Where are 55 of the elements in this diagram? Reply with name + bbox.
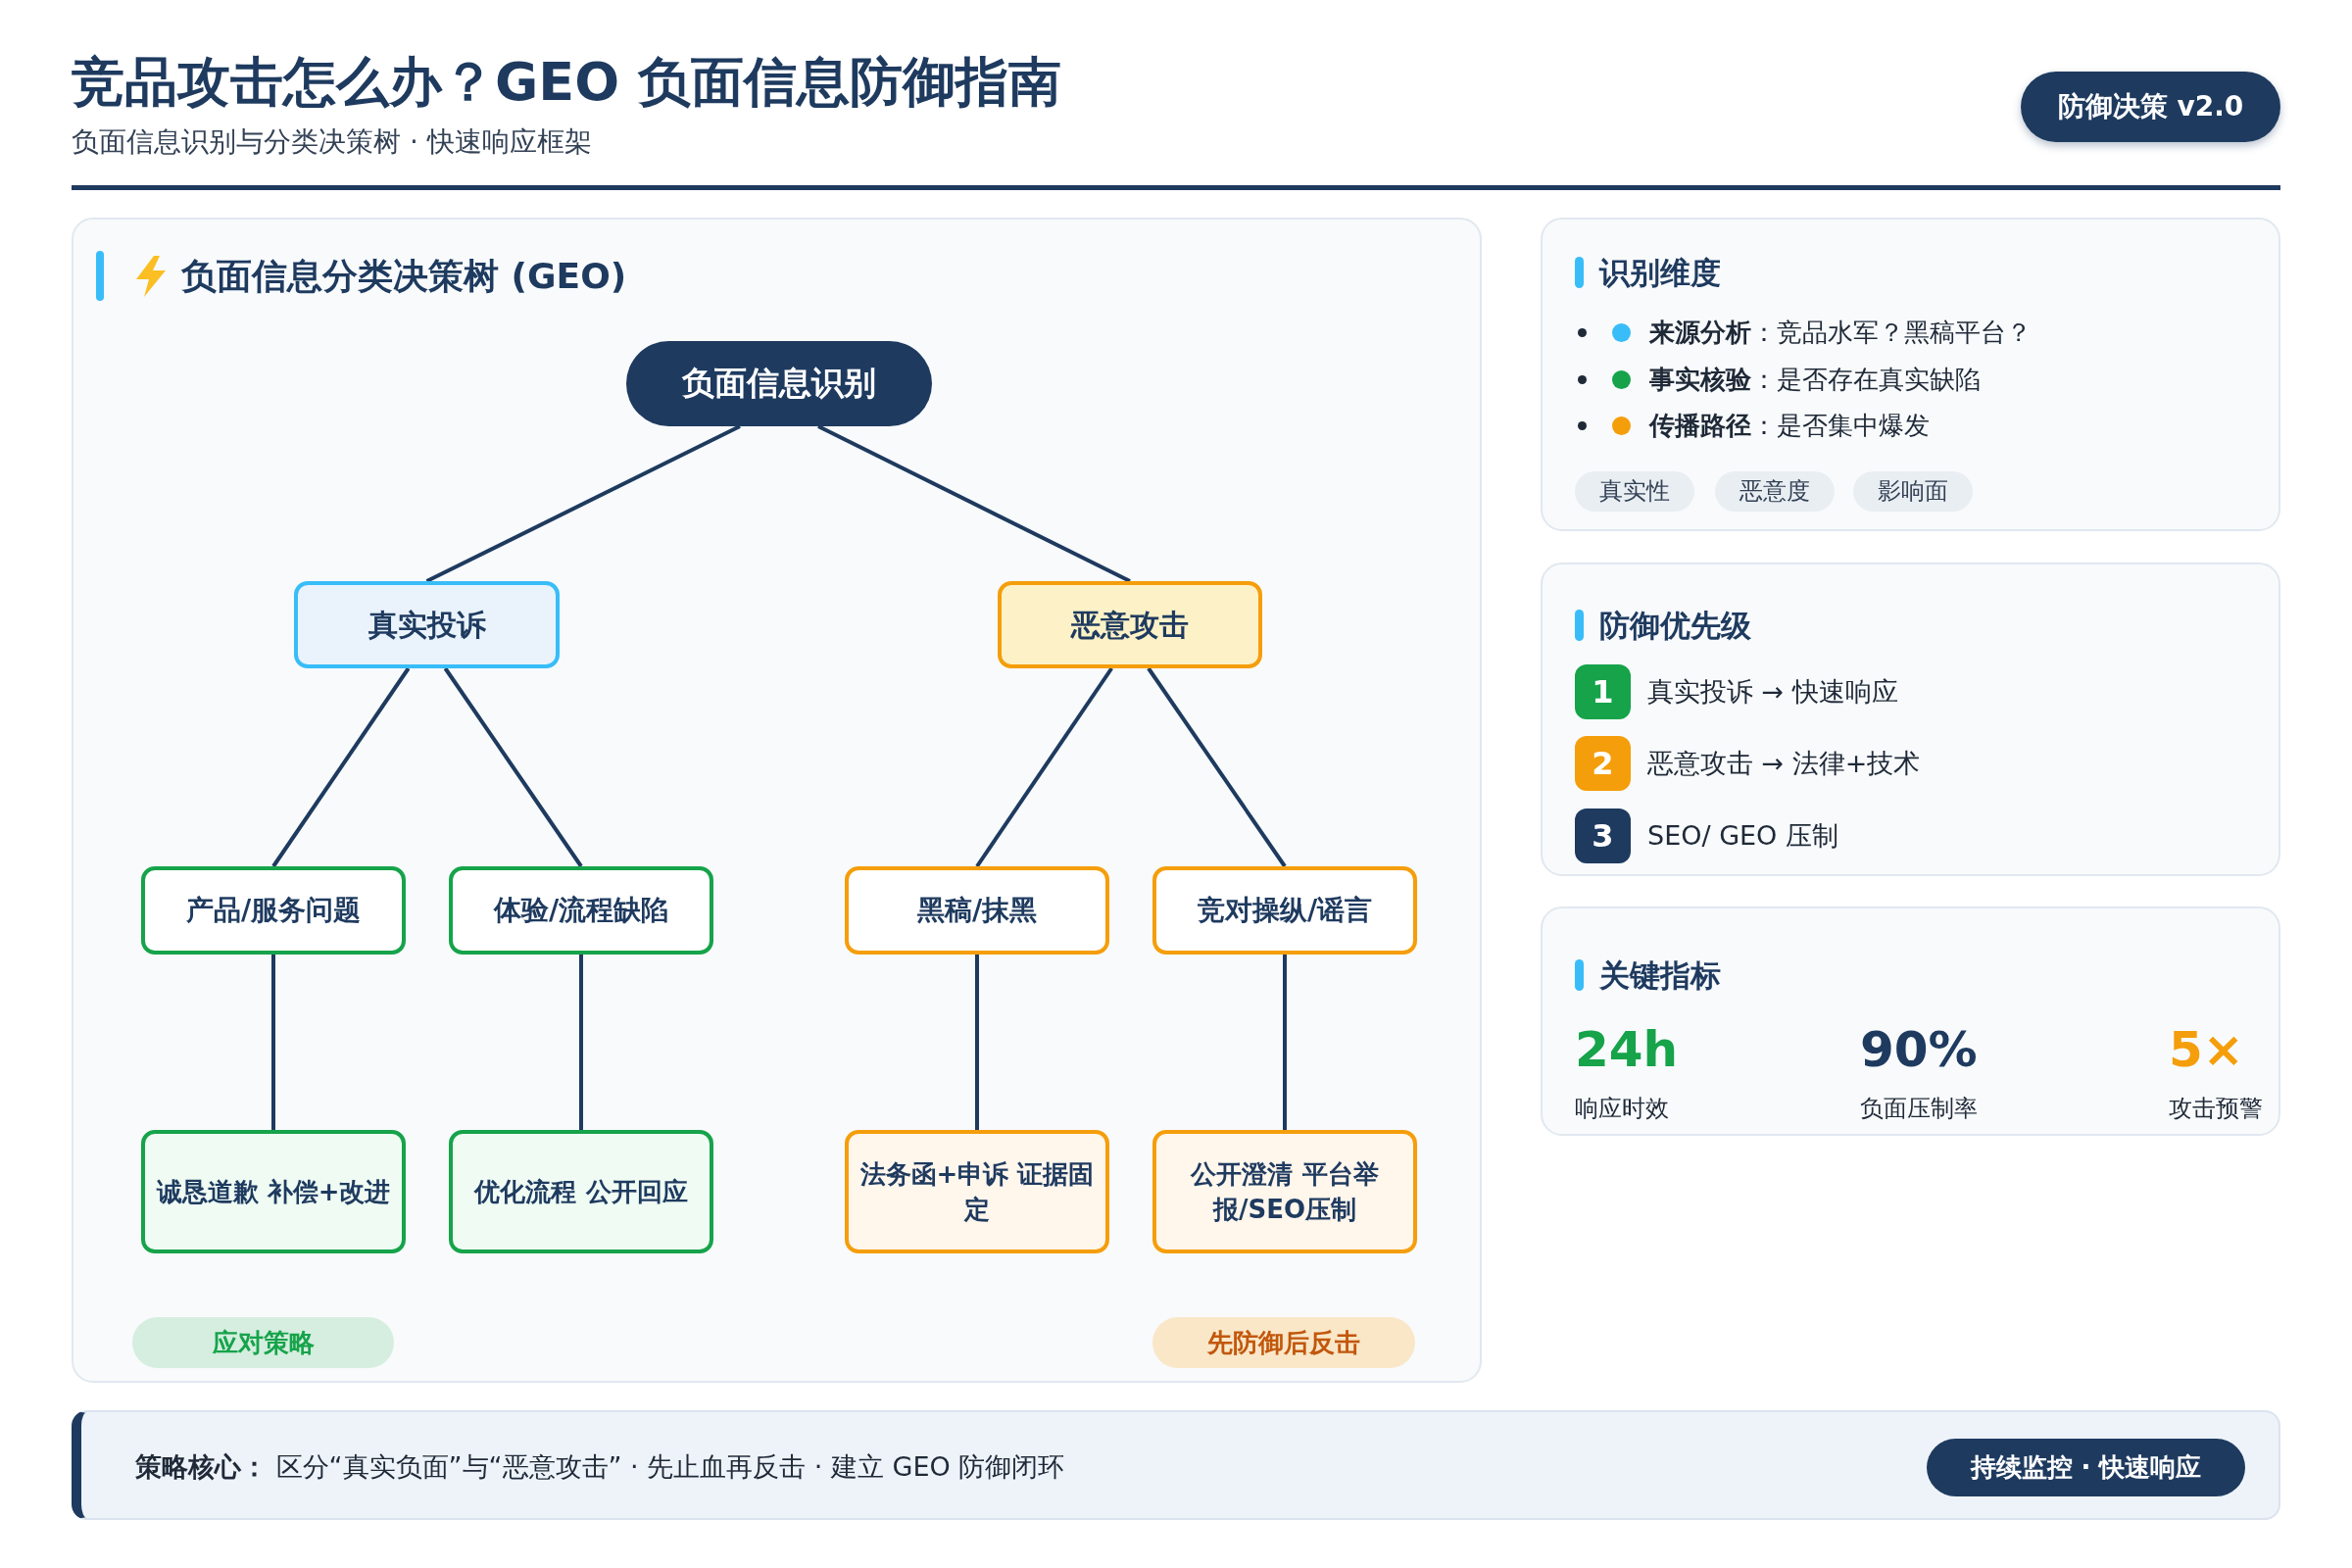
action-box: 公开澄清 平台举报/SEO压制 [1152, 1130, 1417, 1253]
panel-card [72, 218, 1482, 1383]
root-node: 负面信息识别 [626, 341, 932, 426]
card-heading: 关键指标 [1599, 956, 1721, 996]
connector-line [271, 666, 411, 868]
page-title: 竞品攻击怎么办？GEO 负面信息防御指南 [72, 50, 1061, 116]
connector-line [975, 666, 1113, 868]
strategy-text: 策略核心： 区分“真实负面”与“恶意攻击” · 先止血再反击 · 建立 GEO 防御闭环 [135, 1450, 1065, 1485]
type-box: 体验/流程缺陷 [449, 866, 713, 955]
metric-value: 24h [1575, 1020, 1679, 1080]
category-box: 真实投诉 [294, 581, 560, 668]
number-badge: 3 [1575, 808, 1631, 863]
footer-bar [72, 1410, 2280, 1520]
subtitle: 负面信息识别与分类决策树 · 快速响应框架 [72, 124, 592, 161]
panel-heading: 负面信息分类决策树 (GEO) [181, 254, 627, 298]
list-item: 传播路径：是否集中爆发 [1649, 409, 1930, 442]
action-box: 优化流程 公开回应 [449, 1130, 713, 1253]
type-box: 产品/服务问题 [141, 866, 406, 955]
category-box: 恶意攻击 [998, 581, 1262, 668]
strategy-pill: 应对策略 [132, 1317, 394, 1368]
number-badge: 2 [1575, 736, 1631, 791]
priority-text: 真实投诉 → 快速响应 [1647, 675, 1898, 710]
priority-text: 恶意攻击 → 法律+技术 [1647, 747, 1921, 781]
action-box: 诚恳道歉 补偿+改进 [141, 1130, 406, 1253]
info-card [1541, 218, 2280, 531]
connector-line [817, 424, 1131, 583]
type-box: 黑稿/抹黑 [845, 866, 1109, 955]
type-box: 竞对操纵/谣言 [1152, 866, 1417, 955]
info-card [1541, 563, 2280, 876]
priority-text: SEO/ GEO 压制 [1647, 819, 1838, 854]
metric-value: 5× [2169, 1020, 2244, 1080]
connector-line [975, 955, 979, 1130]
metric-value: 90% [1860, 1020, 1978, 1080]
connector-line [1147, 666, 1287, 868]
connector-line [579, 955, 583, 1130]
connector-line [443, 666, 583, 868]
metric-label: 攻击预警 [2169, 1094, 2263, 1125]
connector-line [425, 424, 741, 583]
connector-line [271, 955, 275, 1130]
tag-chip: 真实性 [1575, 471, 1694, 512]
list-item: 事实核验：是否存在真实缺陷 [1649, 363, 1981, 396]
strategy-pill: 先防御后反击 [1152, 1317, 1415, 1368]
version-badge: 防御决策 v2.0 [2021, 72, 2280, 142]
list-item: 来源分析：竞品水军？黑稿平台？ [1649, 316, 2032, 349]
metric-label: 响应时效 [1575, 1094, 1669, 1125]
tag-chip: 影响面 [1853, 471, 1973, 512]
card-heading: 识别维度 [1599, 254, 1721, 293]
card-heading: 防御优先级 [1599, 607, 1751, 646]
action-box: 法务函+申诉 证据固定 [845, 1130, 1109, 1253]
tag-chip: 恶意度 [1715, 471, 1835, 512]
status-pill: 持续监控 · 快速响应 [1927, 1439, 2245, 1496]
connector-line [1283, 955, 1287, 1130]
info-card [1541, 906, 2280, 1136]
number-badge: 1 [1575, 664, 1631, 719]
metric-label: 负面压制率 [1860, 1094, 1978, 1125]
